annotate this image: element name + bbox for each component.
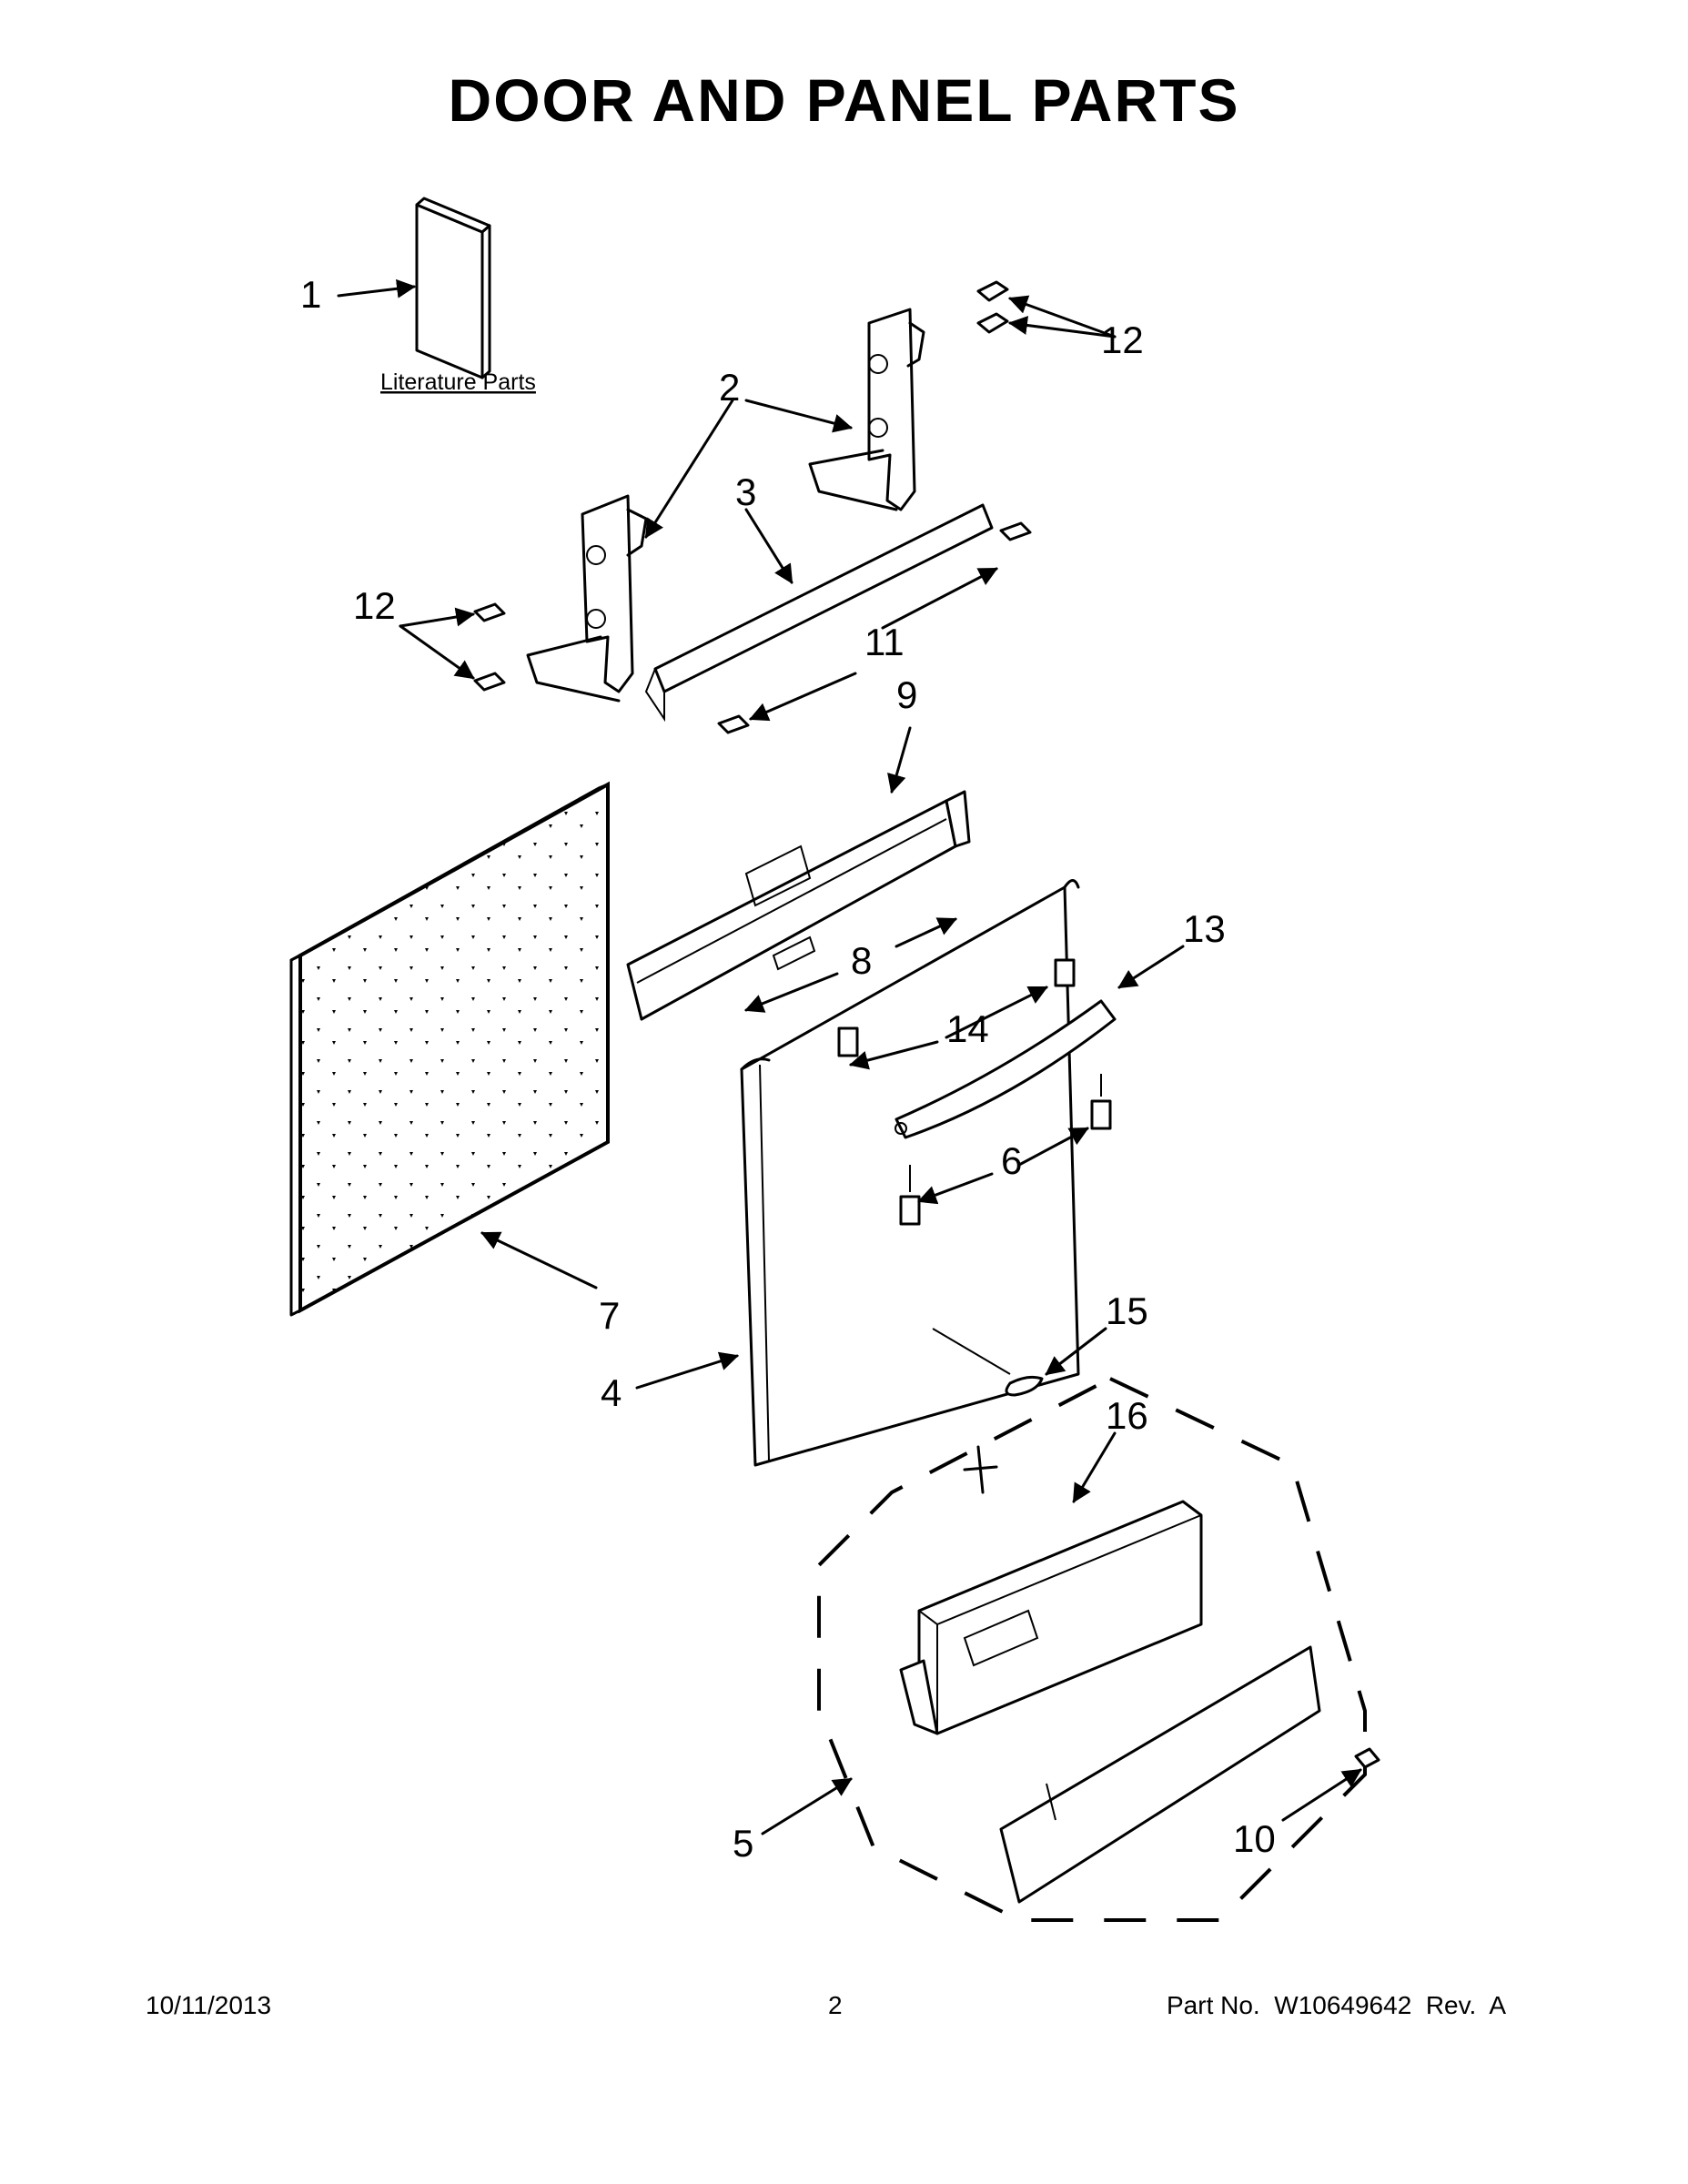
screws — [473, 280, 1032, 734]
toe-kit-outline — [817, 1376, 1367, 1922]
callout-13: 13 — [1183, 907, 1226, 950]
callout-16: 16 — [1106, 1394, 1148, 1437]
leader-arrows — [337, 278, 1362, 1835]
left-hinge-bracket — [526, 494, 648, 703]
callout-10: 10 — [1233, 1817, 1276, 1860]
callout-6: 6 — [1001, 1139, 1022, 1182]
spacers — [837, 958, 1112, 1226]
control-console — [626, 790, 971, 1021]
insulation-panel — [289, 781, 610, 1317]
callout-3: 3 — [735, 470, 756, 513]
callout-2: 2 — [719, 366, 740, 409]
callout-8: 8 — [851, 939, 872, 982]
door-handle — [895, 999, 1117, 1139]
callout-7: 7 — [599, 1294, 620, 1337]
footer-page-number: 2 — [828, 1991, 843, 2019]
callout-4: 4 — [601, 1371, 622, 1414]
callout-14: 14 — [946, 1007, 989, 1050]
plug — [1005, 1375, 1044, 1397]
callout-9: 9 — [896, 673, 917, 716]
toe-cover — [899, 1500, 1203, 1735]
footer-part-number: Part No. W10649642 Rev. A — [1167, 1991, 1507, 2019]
callout-numbers: 1 2 3 4 5 6 7 8 9 10 11 12 12 13 14 15 1… — [300, 273, 1276, 1865]
right-hinge-bracket — [808, 308, 925, 511]
toe-bracket — [999, 1645, 1380, 1904]
callout-5: 5 — [733, 1822, 753, 1865]
callout-12-lower: 12 — [353, 584, 396, 627]
callout-1: 1 — [300, 273, 321, 316]
top-channel — [644, 503, 994, 723]
footer-date: 10/11/2013 — [146, 1991, 272, 2019]
callout-12-upper: 12 — [1101, 318, 1144, 361]
callout-11: 11 — [864, 621, 905, 663]
page-title: DOOR AND PANEL PARTS — [448, 66, 1240, 134]
literature-parts-label: Literature Parts — [380, 369, 536, 395]
callout-15: 15 — [1106, 1289, 1148, 1332]
literature-booklet — [415, 197, 491, 379]
